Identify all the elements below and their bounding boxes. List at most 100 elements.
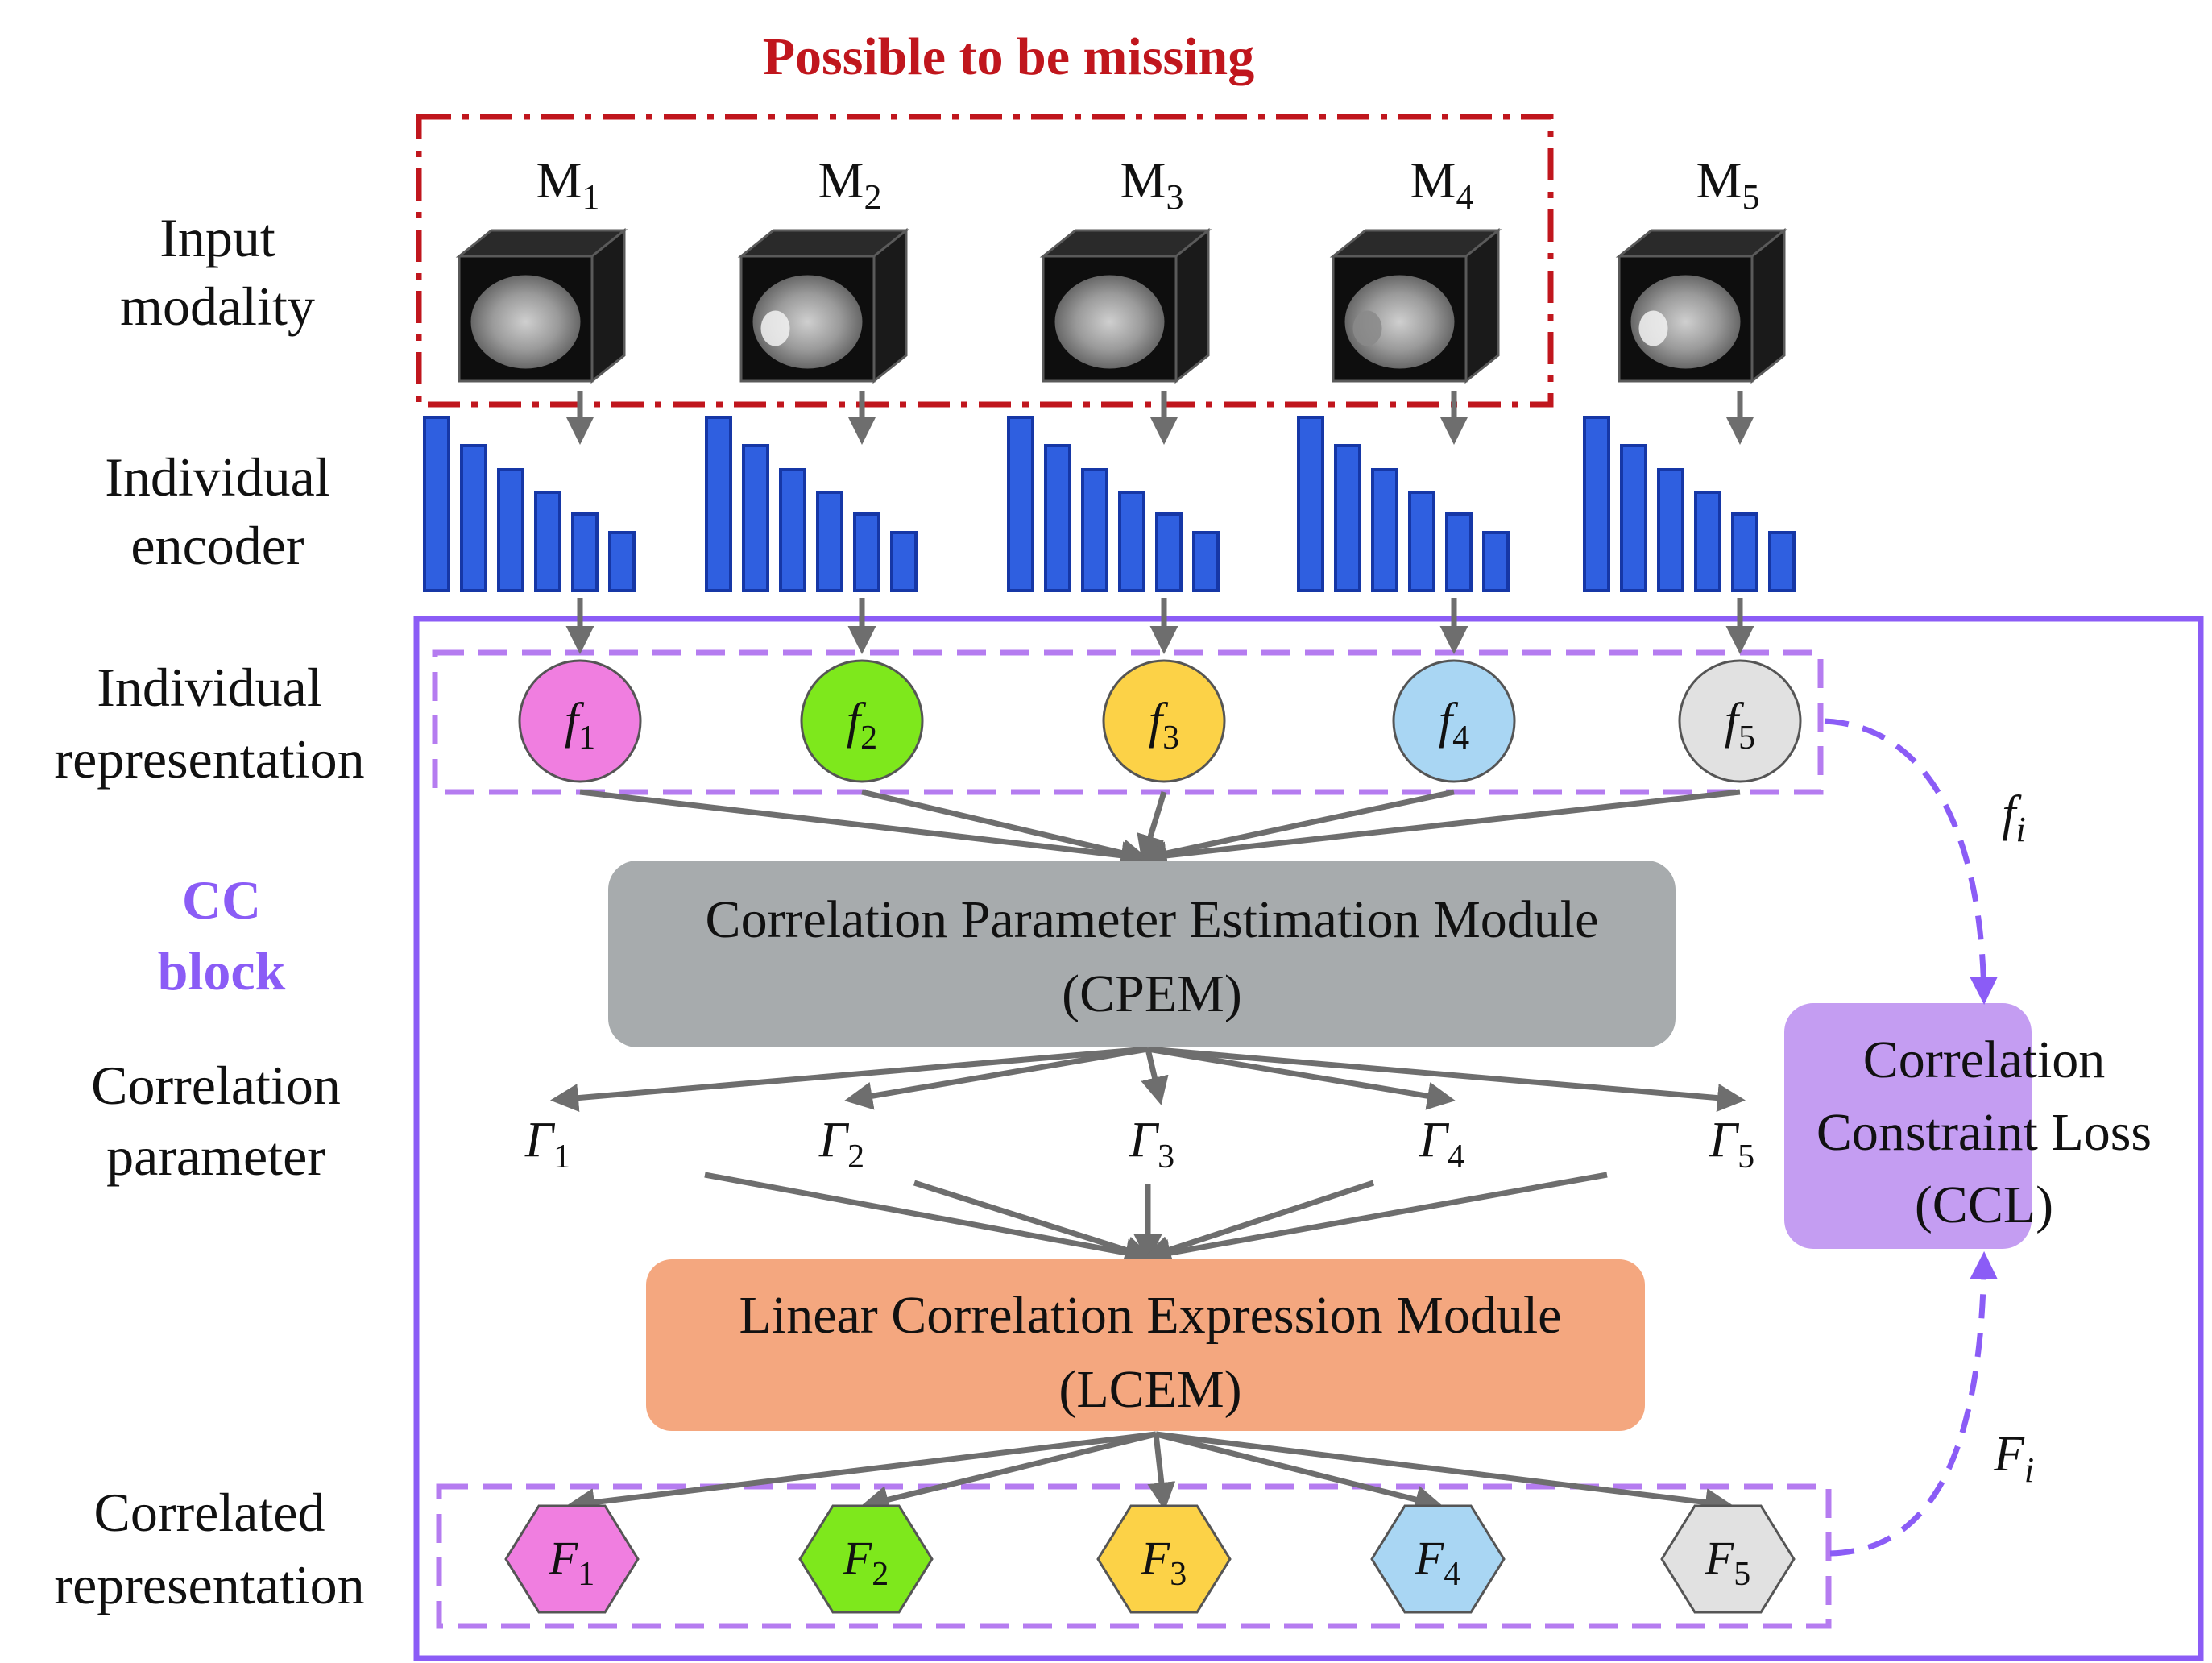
arrow-cpem-to-parameter: [1147, 1046, 1746, 1113]
modality-letter: M: [818, 151, 864, 209]
parameter-subscript: 4: [1448, 1138, 1464, 1176]
correlated-label: F5: [1705, 1532, 1750, 1593]
row-label-individual-representation: Individual representation: [54, 657, 364, 790]
row-label-input-modality: Input modality: [120, 207, 315, 337]
row-label-line: encoder: [130, 515, 304, 576]
modality-label: M3: [1120, 151, 1184, 217]
parameter-subscript: 3: [1158, 1138, 1174, 1176]
parameter-letter: Γ: [818, 1113, 850, 1167]
correlated-subscript: 2: [872, 1556, 889, 1593]
correlation-parameter-5: Γ5: [1709, 1113, 1754, 1176]
lcem-abbrev: (LCEM): [1058, 1360, 1241, 1419]
modality-label: M4: [1410, 151, 1474, 217]
cc-block-line: block: [158, 940, 286, 1002]
Fi-to-ccl-curve: [1829, 1251, 1999, 1557]
encoder-layer-bar: [1445, 512, 1473, 592]
arrow-layer: [550, 391, 1754, 1516]
encoder-layer-bar: [1081, 468, 1108, 592]
brain-scan-slice: [752, 275, 863, 369]
cube-side-face: [590, 227, 626, 384]
parameter-subscript: 1: [553, 1138, 570, 1176]
individual-representation-1: f1: [518, 659, 642, 783]
lcem-module: Linear Correlation Expression Module (LC…: [646, 1259, 1645, 1431]
encoder-layer-bar: [1731, 512, 1758, 592]
row-label-line: Individual: [97, 657, 322, 718]
mri-cube: [1329, 227, 1502, 384]
arrow-lcem-to-correlated: [1155, 1431, 1734, 1516]
representation-node: [800, 659, 924, 783]
modality-5: M5: [1615, 151, 1788, 384]
mri-cube: [455, 227, 628, 384]
arrow-representation-to-cpem: [1138, 789, 1741, 870]
ccl-box: [1784, 1003, 2032, 1249]
row-label-correlated-representation: Correlated representation: [54, 1482, 364, 1615]
encoder-layer-bar: [1694, 491, 1721, 592]
arrow-representation-to-cpem: [1137, 790, 1167, 864]
encoder-layer-bar: [890, 531, 918, 592]
modality-label: M2: [818, 151, 882, 217]
modality-subscript: 3: [1166, 177, 1183, 217]
representation-node: [1392, 659, 1516, 783]
correlated-subscript: 3: [1170, 1556, 1187, 1593]
encoder-layer-bar: [1620, 444, 1647, 592]
missing-modalities-box: [416, 114, 1554, 408]
row-label-individual-encoder: Individual encoder: [105, 446, 330, 576]
cc-block-line: CC: [182, 869, 261, 931]
modality-4: M4: [1329, 151, 1502, 384]
encoder-layer: [423, 416, 1796, 592]
parameter-letter: Γ: [524, 1113, 556, 1167]
brain-scan-slice: [1344, 275, 1455, 369]
modality-letter: M: [1410, 151, 1456, 209]
cpem-abbrev: (CPEM): [1062, 964, 1242, 1023]
encoder-2: [705, 416, 918, 592]
modality-letter: M: [1696, 151, 1742, 209]
parameter-letter: Γ: [1129, 1113, 1160, 1167]
encoder-layer-bar: [853, 512, 880, 592]
correlated-letter: F: [1415, 1532, 1444, 1584]
row-label-line: Input: [159, 207, 275, 268]
row-label-line: modality: [120, 276, 315, 337]
correlated-label: F4: [1415, 1532, 1460, 1593]
encoder-layer-bar: [742, 444, 769, 592]
correlation-parameter-1: Γ1: [524, 1113, 570, 1176]
cube-side-face: [872, 227, 908, 384]
correlated-representation-3: F3: [1096, 1504, 1232, 1614]
arrow-parameter-to-lcem: [913, 1180, 1154, 1264]
representation-subscript: 5: [1738, 720, 1755, 757]
encoder-layer-bar: [1482, 531, 1510, 592]
encoder-layer-bar: [608, 531, 636, 592]
arrow-representation-to-cpem: [861, 789, 1149, 867]
arrow-cpem-to-parameter: [1141, 1048, 1169, 1105]
encoder-layer-bar: [1118, 491, 1145, 592]
arrow-lcem-to-correlated: [566, 1431, 1157, 1516]
correlated-label: F1: [549, 1532, 594, 1593]
individual-representation-4: f4: [1392, 659, 1516, 783]
lesion-highlight: [1352, 310, 1382, 346]
correlated-node: [798, 1504, 934, 1614]
correlated-subscript: 4: [1444, 1556, 1460, 1593]
lcem-box: [646, 1259, 1645, 1431]
modality-3: M3: [1039, 151, 1212, 384]
encoder-layer-bar: [1371, 468, 1398, 592]
cc-block-label: CC block: [158, 869, 286, 1002]
individual-representation-2: f2: [800, 659, 924, 783]
individual-representation-5: f5: [1678, 659, 1802, 783]
encoder-layer-bar: [460, 444, 487, 592]
individual-representation-row: [432, 649, 1824, 795]
fi-subscript: i: [2016, 810, 2026, 849]
modality-subscript: 1: [582, 177, 599, 217]
brain-scan-slice: [1630, 275, 1741, 369]
encoder-1: [423, 416, 636, 592]
Fi-label: Fi: [1993, 1427, 2034, 1490]
correlated-label: F3: [1141, 1532, 1187, 1593]
correlated-node: [1096, 1504, 1232, 1614]
mri-cube: [737, 227, 910, 384]
row-label-correlation-parameter: Correlation parameter: [91, 1055, 341, 1187]
cube-side-face: [1174, 227, 1210, 384]
encoder-5: [1583, 416, 1796, 592]
parameter-letter: Γ: [1419, 1113, 1450, 1167]
Fi-letter: F: [1993, 1427, 2025, 1482]
Fi-subscript: i: [2024, 1450, 2034, 1490]
ccl-line-3: (CCL): [1915, 1176, 2053, 1234]
